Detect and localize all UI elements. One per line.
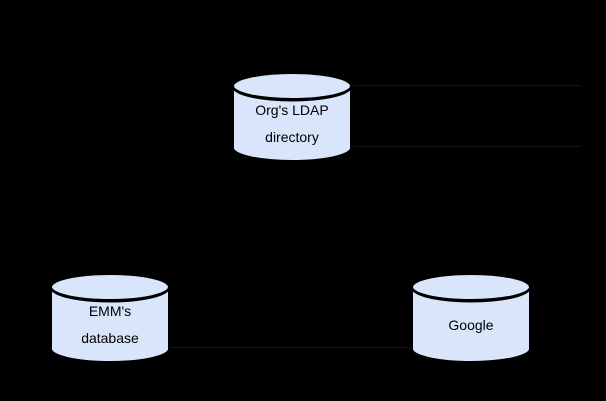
node-org-ldap-directory: Org's LDAP directory (231, 71, 353, 163)
node-label-emm-database: EMM's database (49, 299, 171, 351)
database-cylinder-icon (50, 273, 170, 363)
connector-line-ldap-right-top (353, 85, 581, 86)
node-label-org-ldap-directory: Org's LDAP directory (231, 98, 353, 150)
node-label-line: database (81, 330, 139, 346)
node-label-line: directory (265, 129, 319, 145)
connector-line-emm-to-google (168, 347, 408, 348)
node-label-line: Org's LDAP (255, 102, 329, 118)
connector-line-ldap-right-bottom (353, 146, 581, 147)
database-cylinder-icon (411, 273, 531, 363)
node-label-google: Google (410, 299, 532, 351)
node-label-line: Google (448, 316, 494, 333)
node-label-line: EMM's (88, 303, 132, 319)
database-cylinder-icon (232, 72, 352, 162)
node-emm-database: EMM's database (49, 272, 171, 364)
node-google: Google (410, 272, 532, 364)
